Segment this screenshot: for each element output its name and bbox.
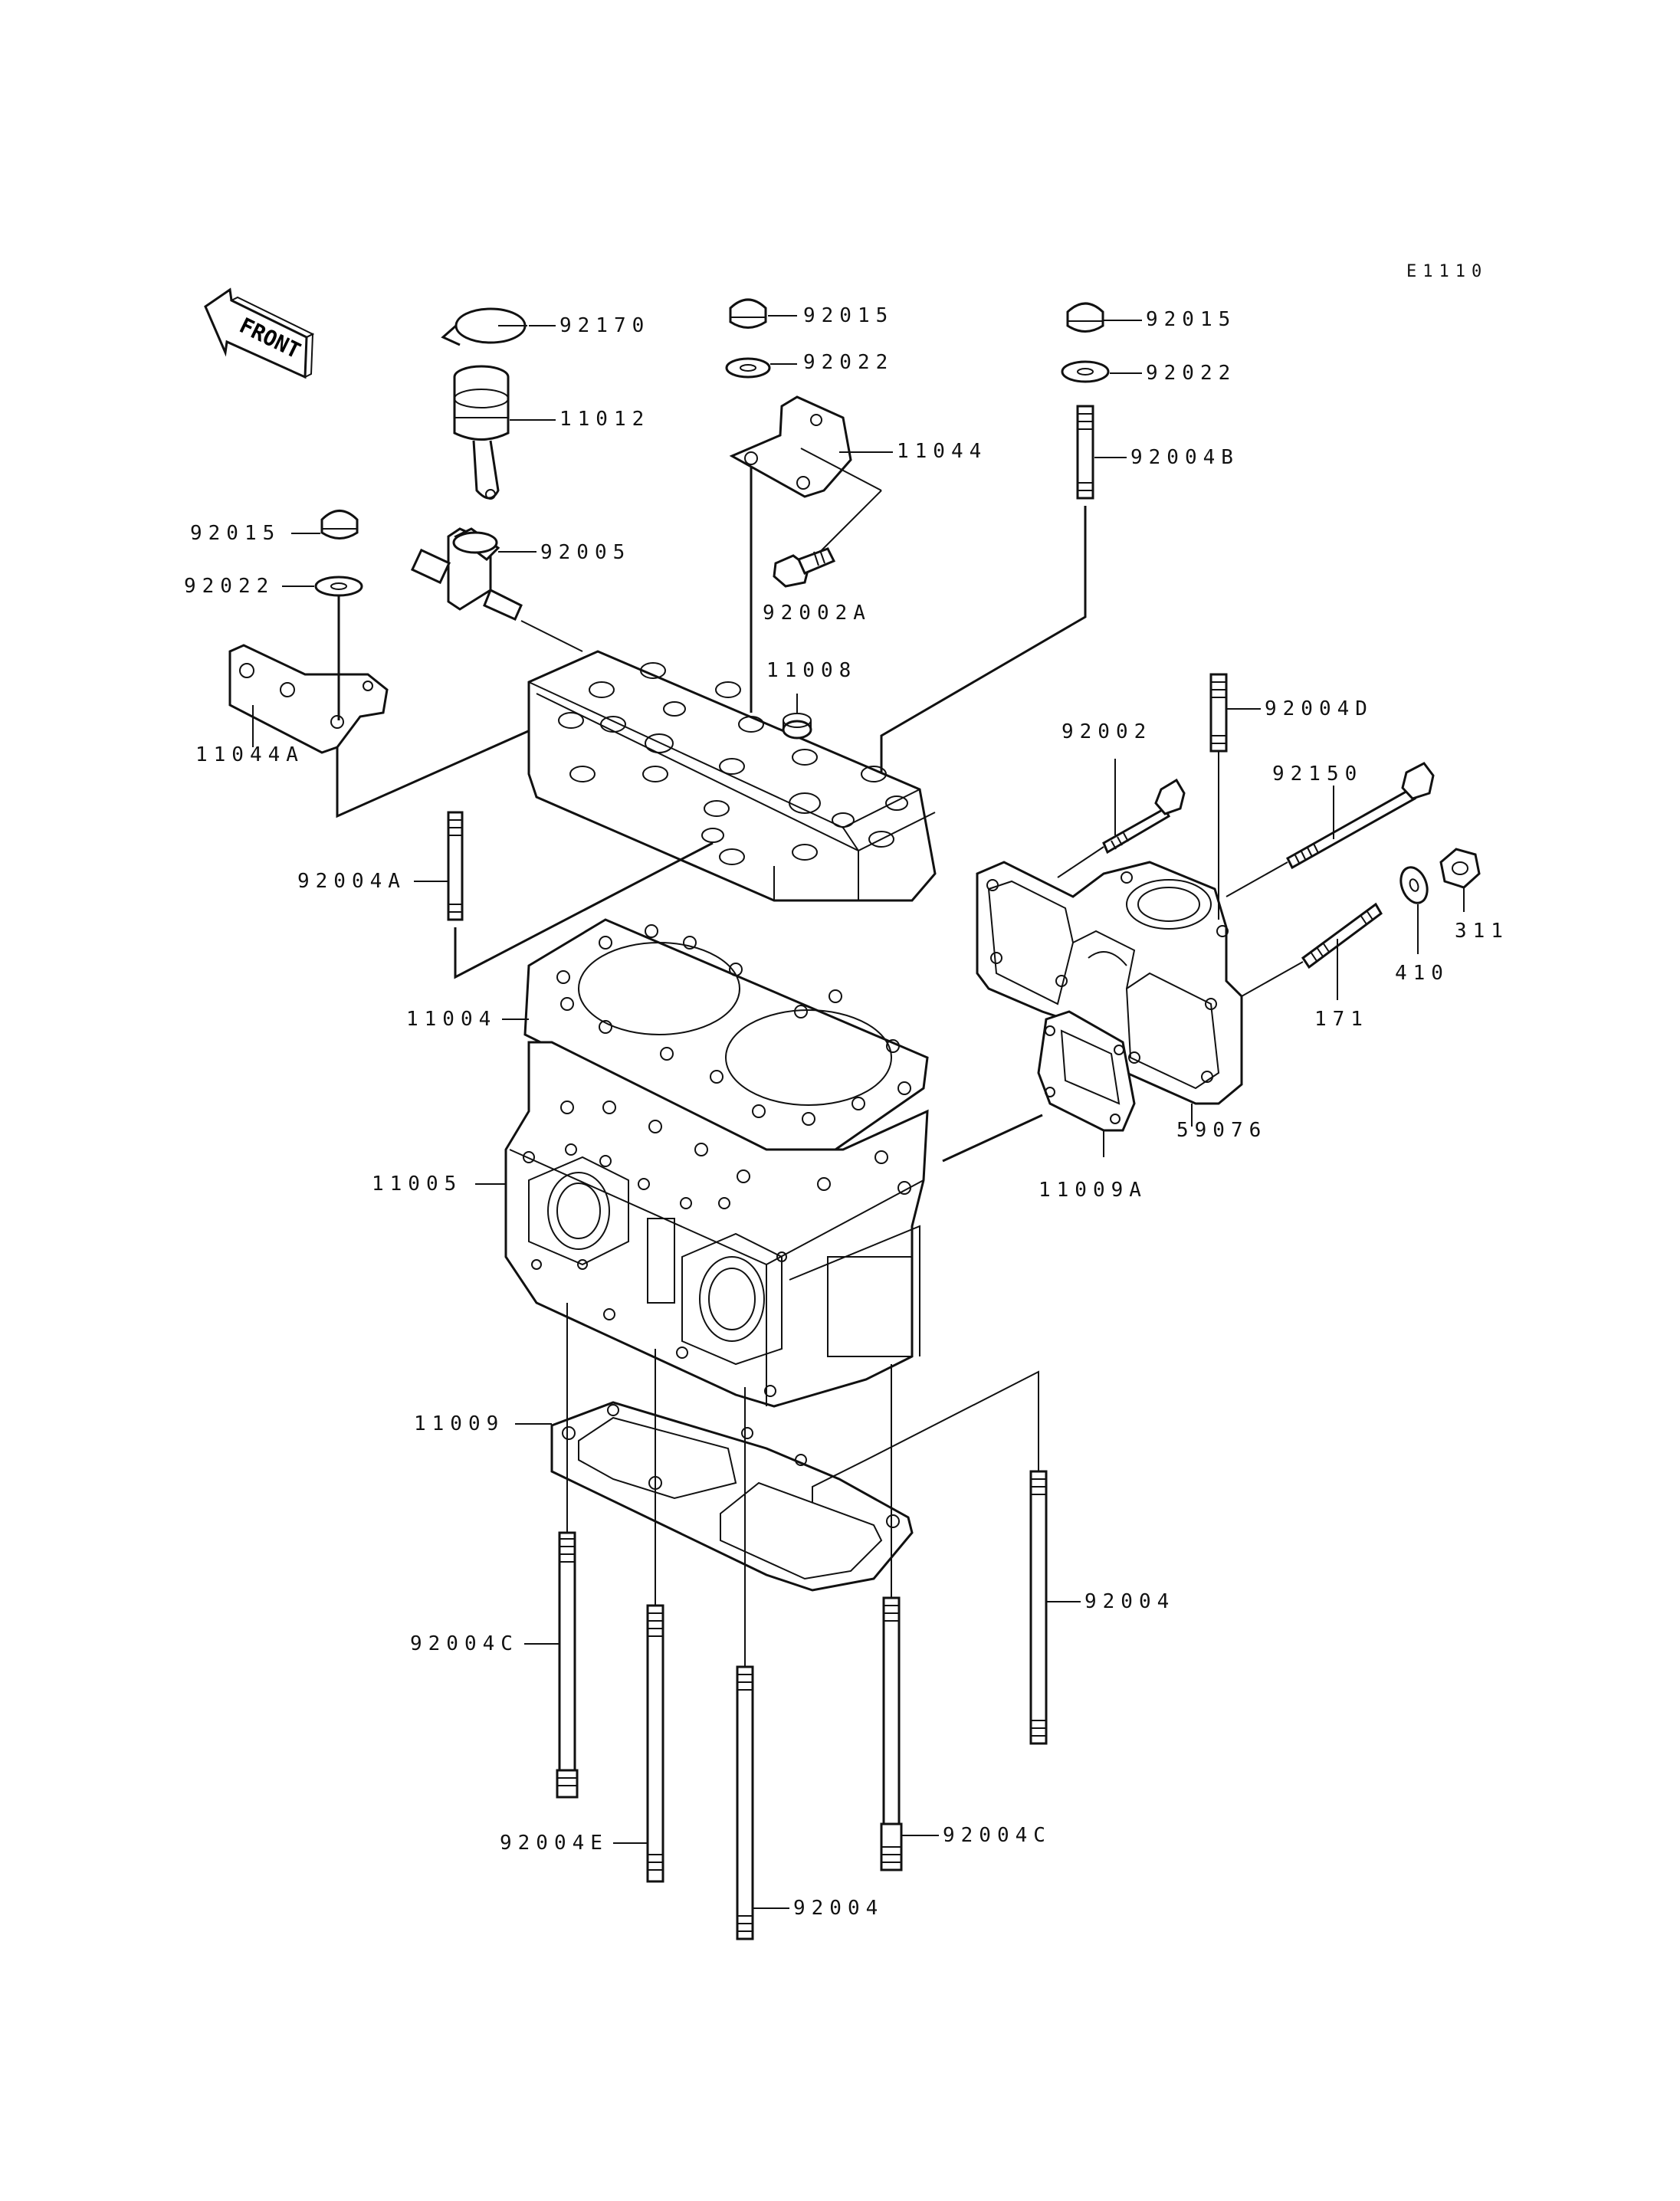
stud-92004A-icon [447,811,464,921]
washer-410-icon [1399,866,1429,904]
washer-left-icon [314,576,363,597]
bracket-left-icon [228,644,389,754]
part-label-11004[interactable]: 11004 [406,1008,497,1031]
part-label-92005[interactable]: 92005 [540,541,632,564]
base-gasket-icon [550,1401,914,1592]
stud-92004-bottom-icon [736,1665,754,1940]
stud-92004C-left-icon [556,1531,579,1799]
cap-nut-right-icon [1066,302,1104,333]
tee-fitting-icon [410,527,523,621]
stud-92004D-icon [1209,673,1228,753]
front-arrow-icon: FRONT [204,287,315,379]
part-label-92150[interactable]: 92150 [1272,763,1363,786]
hose-clamp-icon [441,307,527,346]
part-label-11044[interactable]: 11044 [897,440,988,463]
stud-92004E-icon [646,1604,664,1883]
part-label-11012[interactable]: 11012 [559,408,651,431]
part-label-11008[interactable]: 11008 [766,659,858,682]
part-label-59076[interactable]: 59076 [1176,1119,1268,1142]
stud-92004C-right-icon [880,1596,903,1871]
part-label-92004A[interactable]: 92004A [297,870,406,893]
bolt-92002-icon [1102,778,1186,854]
exhaust-manifold-icon [976,861,1243,1105]
washer-right-icon [1061,360,1110,383]
washer-mid-icon [725,357,771,379]
part-label-92015-right[interactable]: 92015 [1146,308,1237,331]
cylinder-block-icon [504,1041,929,1408]
part-label-92002A[interactable]: 92002A [763,602,871,625]
part-label-92004C-right[interactable]: 92004C [943,1824,1052,1847]
bolt-92150-icon [1286,762,1435,870]
cap-nut-mid-icon [729,298,767,329]
part-label-92004B[interactable]: 92004B [1130,446,1239,469]
flange-bolt-icon [773,547,836,588]
part-label-92015-left[interactable]: 92015 [190,522,281,545]
part-label-11009A[interactable]: 11009A [1039,1179,1147,1202]
part-label-92002[interactable]: 92002 [1061,720,1153,743]
diagram-code: E1110 [1406,262,1488,281]
part-label-311[interactable]: 311 [1455,920,1509,943]
part-label-92015-mid[interactable]: 92015 [803,304,894,327]
fitting-icon [453,365,510,500]
part-label-92022-right[interactable]: 92022 [1146,362,1237,385]
part-label-11005[interactable]: 11005 [372,1173,463,1196]
nut-311-icon [1439,848,1481,889]
part-label-92170[interactable]: 92170 [559,314,651,337]
part-label-92004D[interactable]: 92004D [1265,697,1373,720]
part-label-410[interactable]: 410 [1395,962,1449,985]
stud-92004B-icon [1076,405,1094,500]
cylinder-head-icon [527,650,937,902]
part-label-92004C-left[interactable]: 92004C [410,1632,519,1655]
stud-92004-right-icon [1029,1470,1048,1745]
part-label-92004-bottom[interactable]: 92004 [793,1897,884,1920]
bracket-mid-icon [729,395,852,498]
cap-nut-left-icon [320,510,359,540]
part-label-92004-right[interactable]: 92004 [1084,1590,1176,1613]
manifold-gasket-icon [1037,1010,1136,1132]
part-label-171[interactable]: 171 [1314,1008,1369,1031]
part-label-92022-mid[interactable]: 92022 [803,351,894,374]
part-label-11044A[interactable]: 11044A [195,743,304,766]
part-label-92022-left[interactable]: 92022 [184,575,275,598]
part-label-11009[interactable]: 11009 [414,1412,505,1435]
part-label-92004E[interactable]: 92004E [500,1832,609,1855]
head-gasket-icon [523,918,929,1151]
stud-171-icon [1301,902,1383,969]
